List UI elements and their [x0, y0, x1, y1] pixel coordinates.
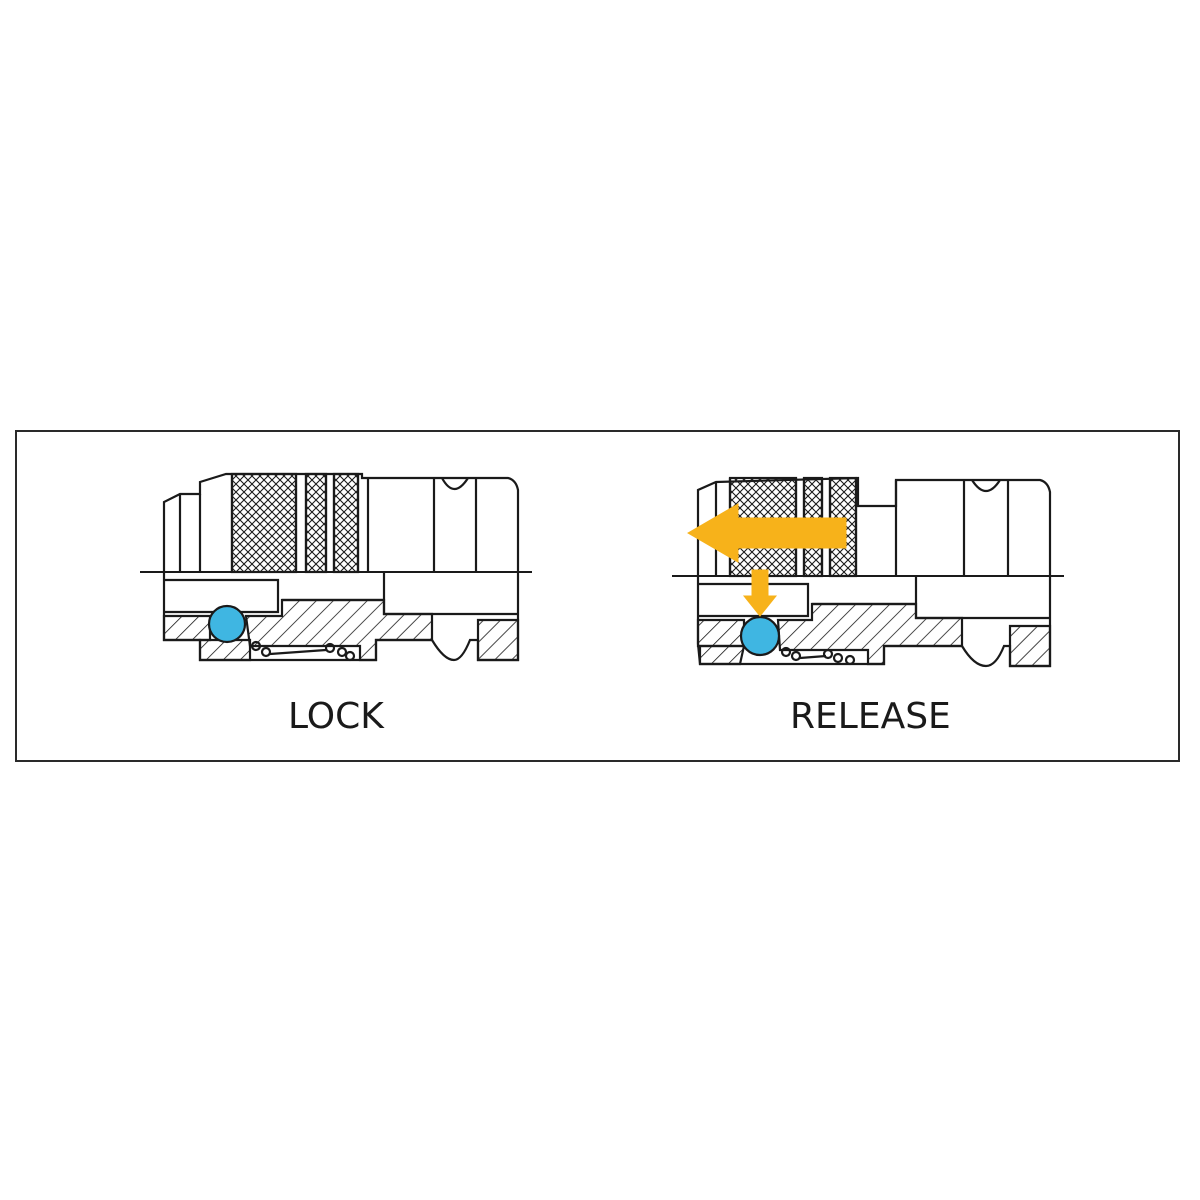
release-ball [739, 615, 781, 657]
release-body-outline [696, 476, 1052, 576]
arrow-down-icon [742, 569, 778, 617]
lock-ball [207, 604, 247, 644]
release-label: RELEASE [790, 696, 951, 737]
lock-knurl-band-2 [304, 472, 328, 574]
lock-coupler-drawing [140, 472, 532, 662]
lock-body-outline [162, 472, 520, 572]
diagram-frame [15, 430, 1180, 762]
lock-knurl-band-1 [230, 472, 298, 574]
arrow-left-icon [687, 503, 847, 563]
lock-label: LOCK [288, 696, 384, 737]
lock-knurl-band-3 [332, 472, 360, 574]
release-coupler-drawing [672, 476, 1064, 668]
